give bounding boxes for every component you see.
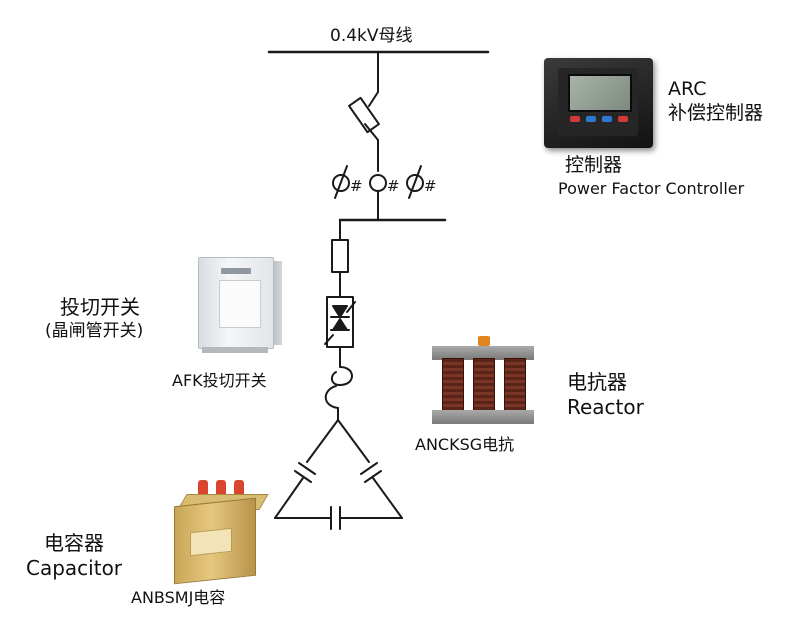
svg-text:#: # [424, 177, 437, 195]
switch-name-sub: (晶闸管开关) [45, 321, 144, 341]
svg-text:#: # [387, 177, 400, 195]
module-nameplate [221, 268, 251, 274]
fuse-symbol [348, 91, 380, 141]
reactor-coil [504, 358, 526, 414]
module-body [198, 257, 274, 349]
controller-keypad [570, 116, 628, 122]
busbar-label: 0.4kV母线 [330, 26, 413, 46]
capacitor-image [168, 480, 269, 585]
reactor-model: ANCKSG电抗 [415, 435, 515, 454]
controller-key-icon [602, 116, 612, 122]
module-terminal-pad [219, 280, 261, 328]
capacitor-nameplate [190, 527, 232, 557]
reactor-name-cn: 电抗器 [567, 370, 627, 394]
controller-name-en: Power Factor Controller [558, 179, 745, 198]
capacitor-terminal [216, 480, 226, 498]
thyristor-switch-symbol [324, 296, 356, 348]
module-base [202, 347, 268, 353]
reactor-coil [442, 358, 464, 414]
controller-brand: ARC [668, 78, 707, 100]
capacitor-name-en: Capacitor [26, 557, 123, 580]
controller-key-icon [570, 116, 580, 122]
controller-front-panel [558, 68, 638, 136]
power-factor-controller-image [544, 58, 653, 148]
reactor-terminal-cap [478, 336, 490, 346]
controller-key-icon [618, 116, 628, 122]
reactor-symbol [324, 366, 353, 409]
reactor-top-yoke [432, 346, 534, 360]
capacitor-terminal [234, 480, 244, 498]
controller-name-cn: 控制器 [565, 154, 623, 176]
capacitor-terminal [198, 480, 208, 498]
controller-display [568, 74, 632, 112]
current-transformers: # # # [332, 165, 437, 199]
delta-capacitor-bank [274, 419, 403, 530]
capacitor-name-cn: 电容器 [44, 531, 104, 555]
reactor-coil [473, 358, 495, 414]
switch-model: AFK投切开关 [172, 371, 267, 390]
reactor-bottom-yoke [432, 410, 534, 424]
branch-fuse [331, 239, 349, 273]
svg-text:#: # [350, 177, 363, 195]
thyristor-switch-module-image [192, 253, 282, 353]
module-side-panel [272, 261, 282, 345]
reactor-image [428, 336, 538, 428]
switch-name-cn: 投切开关 [60, 295, 140, 319]
controller-key-icon [586, 116, 596, 122]
capacitor-model: ANBSMJ电容 [131, 588, 226, 607]
controller-brand-label: ARC 补偿控制器 [668, 78, 763, 126]
controller-brand-sub: 补偿控制器 [668, 101, 764, 124]
reactor-name-en: Reactor [567, 395, 644, 419]
